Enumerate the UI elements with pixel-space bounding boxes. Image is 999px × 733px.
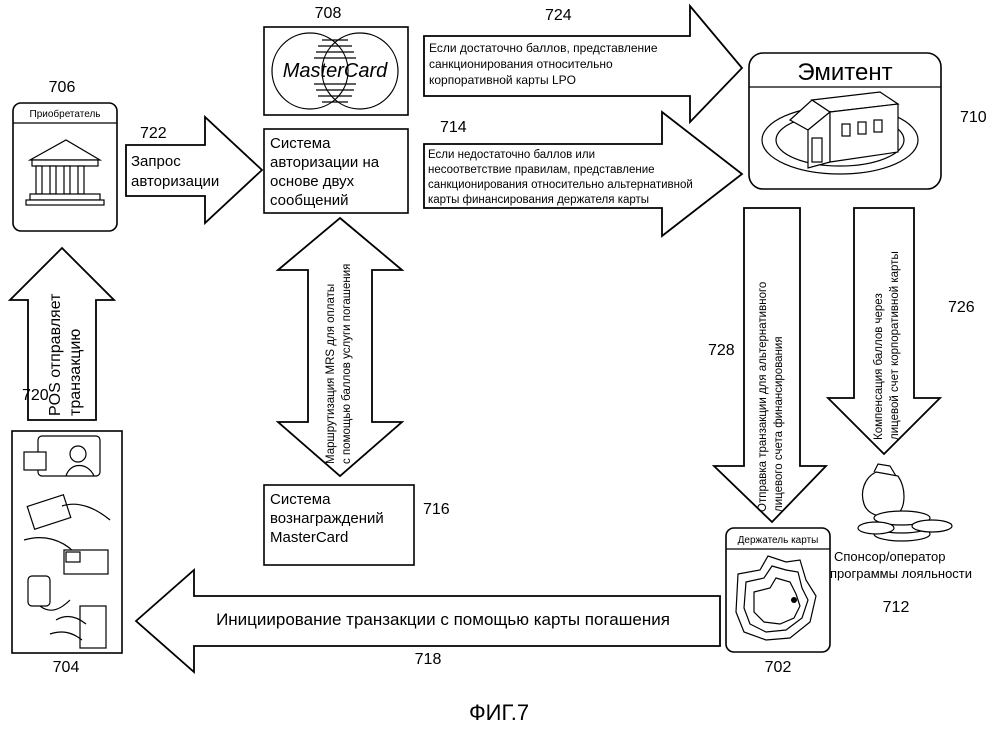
arrow-pos-sends-ref: 720 <box>22 387 49 404</box>
arrow-not-enough-points-ref: 714 <box>440 119 467 136</box>
sponsor-line: Спонсор/оператор <box>834 549 946 564</box>
acquirer-node: 706 Приобретатель <box>13 79 117 231</box>
arrow-send-alt-account-line: лицевого счета финансирования <box>773 336 785 512</box>
arrow-initiate: Инициирование транзакции с помощью карты… <box>136 570 720 672</box>
arrow-not-enough-points: 714 Если недостаточно баллов или несоотв… <box>424 112 742 236</box>
arrow-enough-points-line: Если достаточно баллов, представление <box>429 41 658 55</box>
arrow-send-alt-account: 728 Отправка транзакции для альтернативн… <box>708 208 826 522</box>
issuer-label: Эмитент <box>797 59 892 86</box>
arrow-enough-points-line: санкционирования относительно <box>429 57 613 71</box>
arrow-mrs-routing: Маршрутизация MRS для оплаты с помощью б… <box>278 218 402 476</box>
arrow-not-enough-points-line: санкционирования относительно альтернати… <box>428 179 693 191</box>
acquirer-ref: 706 <box>49 79 76 96</box>
mastercard-logo-text: MasterCard <box>283 60 388 82</box>
arrow-auth-request-line: авторизации <box>131 173 219 190</box>
arrow-send-alt-account-ref: 728 <box>708 342 735 359</box>
arrow-auth-request: 722 Запрос авторизации <box>126 117 262 223</box>
figure-caption: ФИГ.7 <box>469 700 529 725</box>
arrow-compensation-ref: 726 <box>948 299 975 316</box>
rewards-system-line: MasterCard <box>270 529 348 546</box>
cardholder-node: Держатель карты 702 <box>726 528 830 676</box>
arrow-compensation: 726 Компенсация баллов через лицевой сче… <box>828 208 975 454</box>
rewards-system-node: Система вознаграждений MasterCard 716 <box>264 485 450 565</box>
cardholder-label: Держатель карты <box>738 535 819 546</box>
rewards-system-line: Система <box>270 491 331 508</box>
acquirer-label: Приобретатель <box>30 108 101 120</box>
rewards-system-ref: 716 <box>423 501 450 518</box>
cardholder-ref: 702 <box>765 659 792 676</box>
pos-node: 704 <box>12 431 122 676</box>
arrow-enough-points-ref: 724 <box>545 7 572 24</box>
issuer-node: Эмитент 710 <box>749 53 987 189</box>
mastercard-node: 708 MasterCard <box>264 5 408 115</box>
arrow-mrs-routing-line: с помощью баллов услуги погашения <box>341 264 353 464</box>
arrow-mrs-routing-line: Маршрутизация MRS для оплаты <box>325 284 337 464</box>
arrow-initiate-label: Инициирование транзакции с помощью карты… <box>216 610 670 629</box>
auth-system-line: сообщений <box>270 192 349 209</box>
sponsor-node: Спонсор/оператор программы лояльности 71… <box>830 464 972 616</box>
arrow-pos-sends-line: POS отправляет <box>47 293 64 416</box>
arrow-pos-sends: 720 POS отправляет транзакцию <box>10 248 114 420</box>
arrow-compensation-line: Компенсация баллов через <box>873 293 885 440</box>
cardholder-box <box>726 528 830 652</box>
arrow-auth-request-line: Запрос <box>131 153 181 170</box>
mastercard-ref: 708 <box>315 5 342 22</box>
arrow-send-alt-account-line: Отправка транзакции для альтернативного <box>757 282 769 512</box>
money-bag-coins-icon <box>858 464 952 541</box>
pos-ref: 704 <box>53 659 80 676</box>
auth-system-line: основе двух <box>270 173 355 190</box>
arrow-auth-request-ref: 722 <box>140 125 167 142</box>
arrow-enough-points: 724 Если достаточно баллов, представлени… <box>424 6 742 122</box>
arrow-not-enough-points-line: несоответствие правилам, представление <box>428 164 655 176</box>
rewards-system-line: вознаграждений <box>270 510 384 527</box>
arrow-initiate-ref: 718 <box>415 651 442 668</box>
arrow-not-enough-points-line: карты финансирования держателя карты <box>428 194 649 206</box>
arrow-not-enough-points-line: Если недостаточно баллов или <box>428 149 595 161</box>
auth-system-line: Система <box>270 135 331 152</box>
sponsor-line: программы лояльности <box>830 566 972 581</box>
arrow-pos-sends-line: транзакцию <box>67 329 84 416</box>
issuer-ref: 710 <box>960 109 987 126</box>
arrow-enough-points-line: корпоративной карты LPO <box>429 73 576 87</box>
arrow-compensation-line: лицевой счет корпоративной карты <box>889 251 901 440</box>
auth-system-node: Система авторизации на основе двух сообщ… <box>264 129 408 213</box>
sponsor-ref: 712 <box>883 599 910 616</box>
auth-system-line: авторизации на <box>270 154 380 171</box>
